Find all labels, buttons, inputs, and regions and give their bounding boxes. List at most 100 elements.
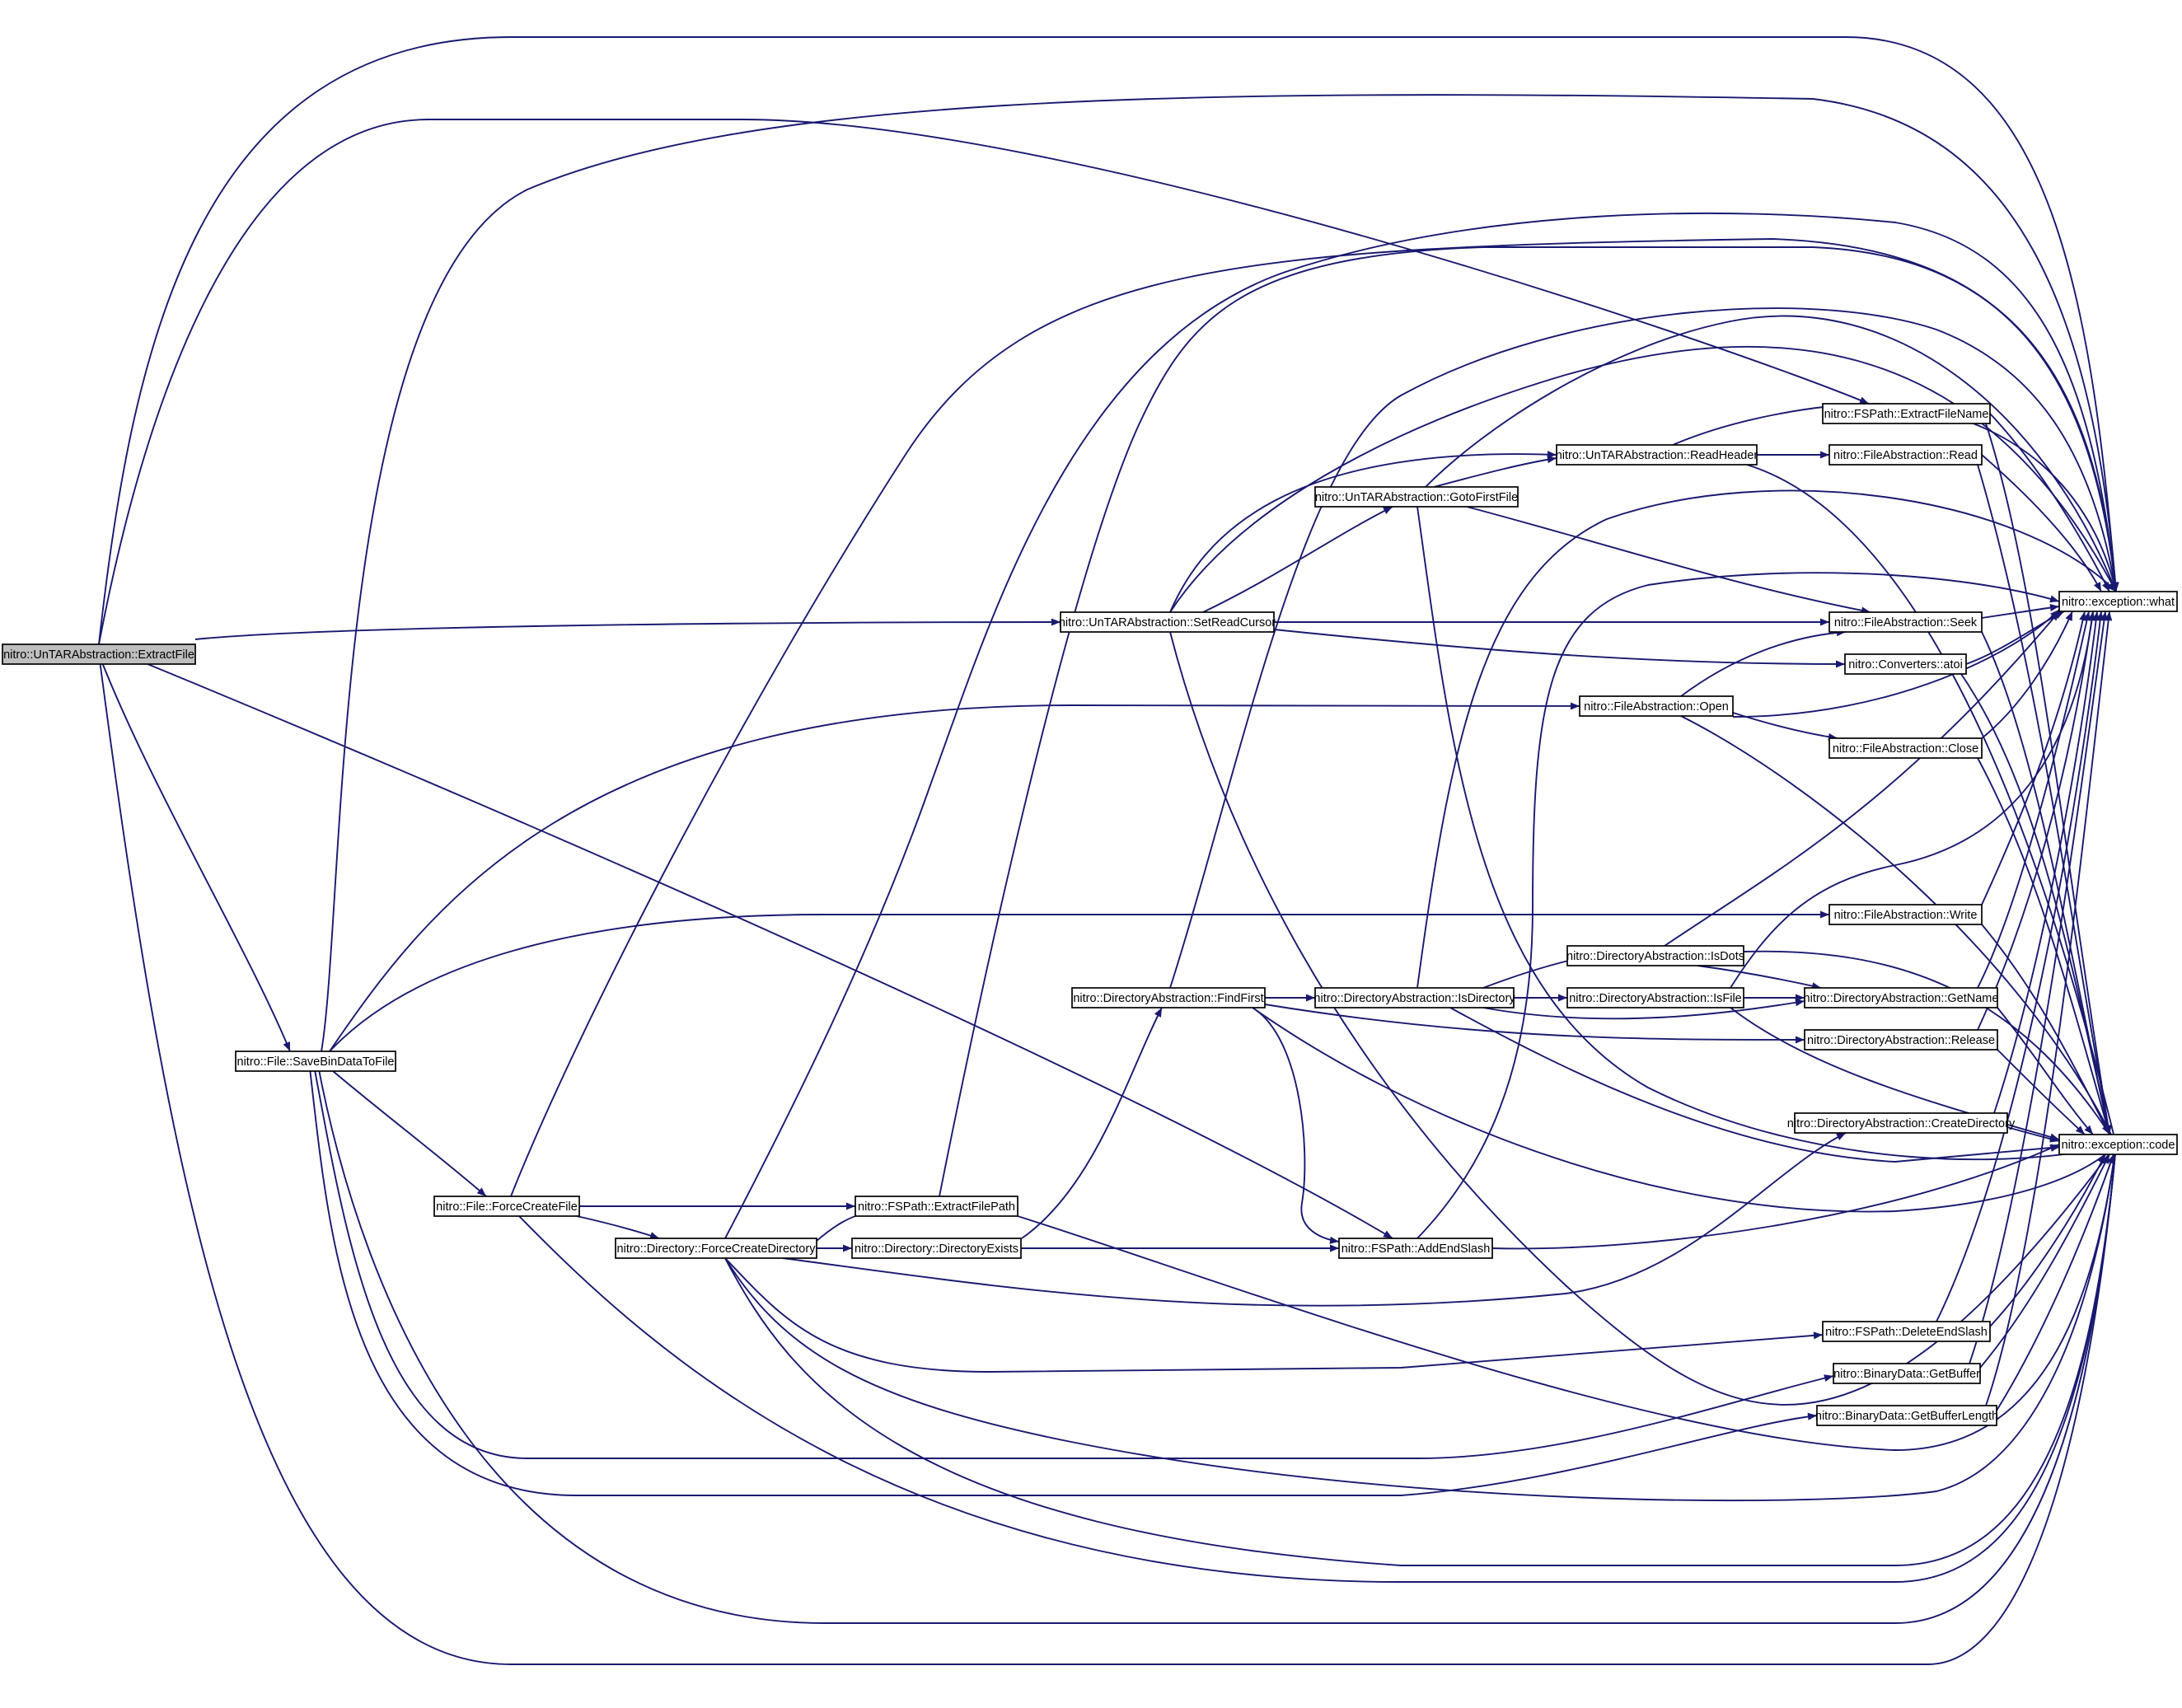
node-box-fseek[interactable] <box>1828 611 1983 633</box>
arrowhead-atoi-to-what <box>2054 611 2064 620</box>
arrowhead-getbufferlength-to-what <box>2105 611 2113 621</box>
node-label-direxists: nitro::Directory::DirectoryExists <box>855 1242 1018 1256</box>
edge-release-to-code <box>1997 1049 2086 1135</box>
node-release[interactable]: nitro::DirectoryAbstraction::Release <box>1804 1029 1998 1051</box>
node-code[interactable]: nitro::exception::code <box>2058 1134 2178 1155</box>
node-box-readheader[interactable] <box>1556 444 1758 466</box>
node-atoi[interactable]: nitro::Converters::atoi <box>1844 653 1967 675</box>
node-label-forcecreatedir: nitro::Directory::ForceCreateDirectory <box>617 1242 817 1256</box>
node-label-fwrite: nitro::FileAbstraction::Write <box>1834 909 1978 922</box>
node-box-getbuffer[interactable] <box>1833 1363 1981 1384</box>
edge-setreadcursor-to-readheader <box>1169 453 1557 613</box>
node-box-deleteendslash[interactable] <box>1822 1321 1991 1342</box>
arrowhead-release-to-code <box>2075 1125 2085 1135</box>
node-box-setreadcursor[interactable] <box>1060 611 1275 633</box>
node-box-forcecreatedir[interactable] <box>615 1238 817 1259</box>
edge-extractfilename-to-code <box>1985 423 2110 1135</box>
node-getbuffer[interactable]: nitro::BinaryData::GetBuffer <box>1833 1363 1981 1384</box>
node-direxists[interactable]: nitro::Directory::DirectoryExists <box>851 1238 1022 1259</box>
node-isdots[interactable]: nitro::DirectoryAbstraction::IsDots <box>1566 945 1744 966</box>
edge-savebin-to-getbuffer <box>312 1060 1834 1459</box>
call-nodes: nitro::UnTARAbstraction::ExtractFilenitr… <box>2 403 2178 1426</box>
node-extractfilepath[interactable]: nitro::FSPath::ExtractFilePath <box>855 1196 1018 1217</box>
arrowhead-getname-to-code <box>2084 1125 2093 1135</box>
node-box-createdir[interactable] <box>1794 1112 2008 1134</box>
node-box-what[interactable] <box>2058 591 2178 612</box>
node-fopen[interactable]: nitro::FileAbstraction::Open <box>1579 695 1734 717</box>
node-fwrite[interactable]: nitro::FileAbstraction::Write <box>1828 904 1983 925</box>
node-label-fclose: nitro::FileAbstraction::Close <box>1833 742 1978 756</box>
arrowhead-findfirst-to-addendslash <box>1329 1236 1339 1244</box>
node-label-extractfile: nitro::UnTARAbstraction::ExtractFile <box>3 648 194 662</box>
edge-extractfile-to-code <box>98 653 2117 1665</box>
edge-fwrite-to-what <box>1981 611 2086 905</box>
edge-findfirst-to-addendslash <box>1252 1007 1340 1242</box>
node-setreadcursor[interactable]: nitro::UnTARAbstraction::SetReadCursor <box>1059 611 1276 633</box>
node-box-atoi[interactable] <box>1844 653 1967 675</box>
node-box-addendslash[interactable] <box>1338 1238 1493 1259</box>
arrowhead-forcecreatefile-to-forcecreatedir <box>649 1232 659 1239</box>
node-extractfile[interactable]: nitro::UnTARAbstraction::ExtractFile <box>2 643 196 665</box>
node-forcecreatefile[interactable]: nitro::File::ForceCreateFile <box>433 1196 580 1217</box>
arrowhead-setreadcursor-to-gotofirst <box>1383 507 1393 514</box>
node-fseek[interactable]: nitro::FileAbstraction::Seek <box>1828 611 1983 633</box>
node-box-release[interactable] <box>1804 1029 1998 1051</box>
node-createdir[interactable]: nitro::DirectoryAbstraction::CreateDirec… <box>1787 1112 2016 1134</box>
node-label-createdir: nitro::DirectoryAbstraction::CreateDirec… <box>1787 1117 2016 1130</box>
arrowhead-fread-to-what <box>2093 582 2101 592</box>
node-deleteendslash[interactable]: nitro::FSPath::DeleteEndSlash <box>1822 1321 1991 1342</box>
node-box-getname[interactable] <box>1804 987 1998 1008</box>
node-box-extractfilename[interactable] <box>1822 403 1991 424</box>
node-box-direxists[interactable] <box>851 1238 1022 1259</box>
edge-extractfile-to-setreadcursor <box>194 621 1061 640</box>
edge-gotofirst-to-code <box>1416 506 2117 1161</box>
arrowhead-extractfile-to-setreadcursor <box>1051 618 1061 626</box>
arrowhead-findfirst-to-isdirectory <box>1306 994 1315 1002</box>
node-box-fclose[interactable] <box>1828 737 1983 759</box>
node-box-fread[interactable] <box>1828 444 1983 466</box>
node-box-fopen[interactable] <box>1579 695 1734 717</box>
edge-savebin-to-fwrite <box>329 914 1829 1052</box>
edge-savebin-to-code <box>316 1060 2117 1624</box>
edge-deleteendslash-to-what <box>1936 611 2102 1322</box>
node-getbufferlength[interactable]: nitro::BinaryData::GetBufferLength <box>1815 1405 1998 1426</box>
node-box-extractfilepath[interactable] <box>855 1196 1018 1217</box>
node-label-extractfilepath: nitro::FSPath::ExtractFilePath <box>858 1200 1015 1214</box>
edge-release-to-what <box>1977 611 2094 1031</box>
node-addendslash[interactable]: nitro::FSPath::AddEndSlash <box>1338 1238 1493 1259</box>
edge-forcecreatedir-to-code <box>724 1144 2117 1566</box>
node-box-extractfile[interactable] <box>2 643 196 665</box>
node-gotofirst[interactable]: nitro::UnTARAbstraction::GotoFirstFile <box>1314 486 1519 508</box>
node-box-isdirectory[interactable] <box>1314 987 1515 1008</box>
node-extractfilename[interactable]: nitro::FSPath::ExtractFileName <box>1822 403 1991 424</box>
node-box-isfile[interactable] <box>1566 987 1744 1008</box>
node-box-gotofirst[interactable] <box>1314 486 1519 508</box>
node-isfile[interactable]: nitro::DirectoryAbstraction::IsFile <box>1566 987 1744 1008</box>
arrowhead-isdirectory-to-isfile <box>1558 994 1567 1002</box>
node-box-code[interactable] <box>2058 1134 2178 1155</box>
node-findfirst[interactable]: nitro::DirectoryAbstraction::FindFirst <box>1071 987 1266 1008</box>
node-box-getbufferlength[interactable] <box>1816 1405 1997 1426</box>
node-box-isdots[interactable] <box>1566 945 1744 966</box>
node-what[interactable]: nitro::exception::what <box>2058 591 2178 612</box>
node-box-fwrite[interactable] <box>1828 904 1983 925</box>
node-box-savebin[interactable] <box>235 1051 396 1072</box>
arrowhead-deleteendslash-to-code <box>2098 1154 2105 1164</box>
node-fread[interactable]: nitro::FileAbstraction::Read <box>1828 444 1983 466</box>
node-label-fseek: nitro::FileAbstraction::Seek <box>1834 616 1978 629</box>
arrowhead-savebin-to-getbuffer <box>1824 1374 1833 1382</box>
arrowhead-readheader-to-fread <box>1820 451 1829 459</box>
node-getname[interactable]: nitro::DirectoryAbstraction::GetName <box>1804 987 1999 1008</box>
node-readheader[interactable]: nitro::UnTARAbstraction::ReadHeader <box>1556 444 1758 466</box>
node-forcecreatedir[interactable]: nitro::Directory::ForceCreateDirectory <box>615 1238 817 1259</box>
node-savebin[interactable]: nitro::File::SaveBinDataToFile <box>235 1051 396 1072</box>
edge-isdots-to-getname <box>1697 965 1822 989</box>
edge-savebin-to-forcecreatefile <box>321 1060 487 1197</box>
node-label-extractfilename: nitro::FSPath::ExtractFileName <box>1824 408 1989 421</box>
node-box-forcecreatefile[interactable] <box>433 1196 580 1217</box>
node-isdirectory[interactable]: nitro::DirectoryAbstraction::IsDirectory <box>1313 987 1515 1008</box>
node-fclose[interactable]: nitro::FileAbstraction::Close <box>1828 737 1983 759</box>
node-label-what: nitro::exception::what <box>2062 596 2175 609</box>
edge-isdirectory-to-getname <box>1482 1000 1805 1020</box>
node-box-findfirst[interactable] <box>1071 987 1266 1008</box>
